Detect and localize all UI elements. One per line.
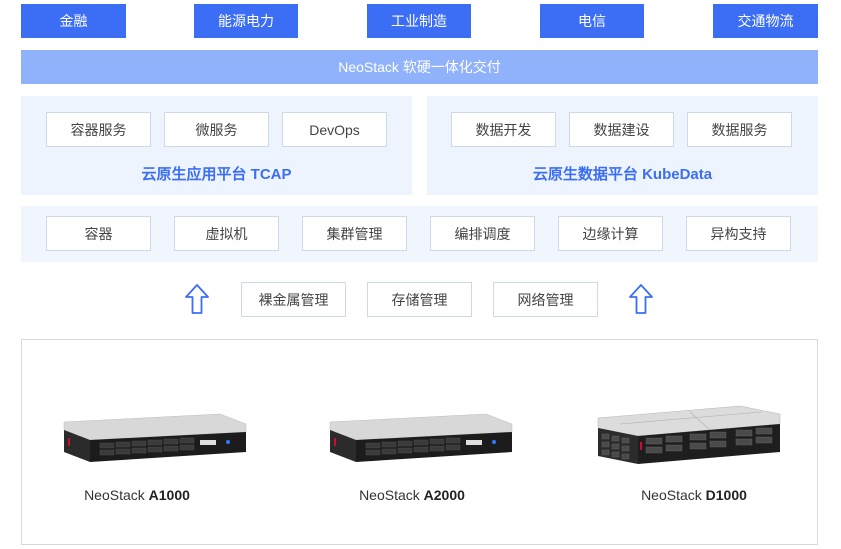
service-data-construction: 数据建设 bbox=[569, 112, 674, 147]
tcap-title: 云原生应用平台 TCAP bbox=[141, 166, 292, 183]
server-d1000-model: D1000 bbox=[705, 487, 747, 503]
kubedata-title: 云原生数据平台 KubeData bbox=[532, 166, 713, 183]
industry-telecom: 电信 bbox=[540, 4, 644, 38]
service-data-service: 数据服务 bbox=[687, 112, 792, 147]
server-a2000-label: NeoStack A2000 bbox=[312, 487, 512, 503]
server-a1000-image bbox=[63, 413, 247, 462]
up-arrow-icon bbox=[629, 284, 653, 314]
service-container: 容器服务 bbox=[46, 112, 151, 147]
infra-container: 容器 bbox=[46, 216, 151, 251]
server-a1000-prefix: NeoStack bbox=[84, 487, 145, 503]
server-d1000-image bbox=[597, 405, 781, 464]
mgmt-storage: 存储管理 bbox=[367, 282, 472, 317]
industry-energy-power: 能源电力 bbox=[194, 4, 298, 38]
infra-virtual-machine: 虚拟机 bbox=[174, 216, 279, 251]
service-devops: DevOps bbox=[282, 112, 387, 147]
infrastructure-panel: 容器 虚拟机 集群管理 编排调度 边缘计算 异构支持 bbox=[21, 206, 818, 262]
infra-cluster-management: 集群管理 bbox=[302, 216, 407, 251]
server-a1000-label: NeoStack A1000 bbox=[37, 487, 237, 503]
infra-edge-computing: 边缘计算 bbox=[558, 216, 663, 251]
tcap-platform-panel: 容器服务 微服务 DevOps 云原生应用平台 TCAP bbox=[21, 96, 412, 195]
service-microservice: 微服务 bbox=[164, 112, 269, 147]
hardware-panel: NeoStack A1000 NeoStack A2000 bbox=[21, 339, 818, 545]
mgmt-network: 网络管理 bbox=[493, 282, 598, 317]
mgmt-bare-metal: 裸金属管理 bbox=[241, 282, 346, 317]
infra-heterogeneous-support: 异构支持 bbox=[686, 216, 791, 251]
server-a2000-prefix: NeoStack bbox=[359, 487, 420, 503]
server-d1000-prefix: NeoStack bbox=[641, 487, 702, 503]
infra-orchestration: 编排调度 bbox=[430, 216, 535, 251]
server-a1000-model: A1000 bbox=[148, 487, 190, 503]
industry-logistics: 交通物流 bbox=[713, 4, 818, 38]
industry-manufacturing: 工业制造 bbox=[367, 4, 471, 38]
delivery-banner: NeoStack 软硬一体化交付 bbox=[21, 50, 818, 84]
industry-finance: 金融 bbox=[21, 4, 126, 38]
server-a2000-model: A2000 bbox=[423, 487, 465, 503]
kubedata-platform-panel: 数据开发 数据建设 数据服务 云原生数据平台 KubeData bbox=[427, 96, 818, 195]
server-a2000-image bbox=[329, 413, 513, 462]
up-arrow-icon bbox=[185, 284, 209, 314]
service-data-development: 数据开发 bbox=[451, 112, 556, 147]
server-d1000-label: NeoStack D1000 bbox=[594, 487, 794, 503]
